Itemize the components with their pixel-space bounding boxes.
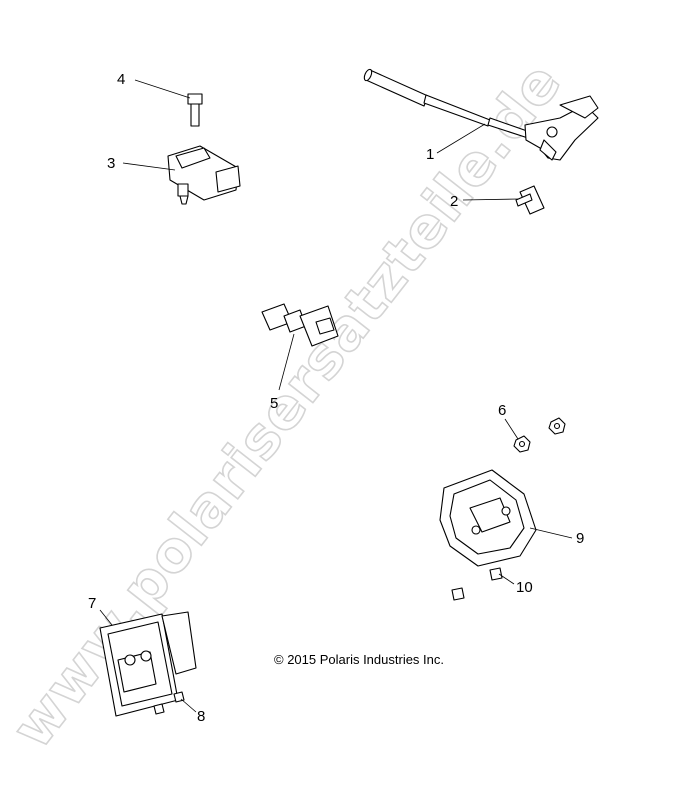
callout-1: 1 <box>426 146 434 163</box>
part-2-bolt <box>515 185 545 215</box>
leader-7 <box>99 609 113 626</box>
copyright-text: © 2015 Polaris Industries Inc. <box>274 652 444 667</box>
callout-5: 5 <box>270 395 278 412</box>
leader-6 <box>504 418 519 440</box>
callout-8: 8 <box>197 708 205 725</box>
callout-7: 7 <box>88 595 96 612</box>
part-6-nut <box>513 417 566 453</box>
part-5-temp-sensor <box>261 303 339 347</box>
callout-3: 3 <box>107 155 115 172</box>
callout-9: 9 <box>576 530 584 547</box>
leader-2 <box>462 198 519 201</box>
leader-4 <box>134 79 191 99</box>
leader-9 <box>529 527 573 539</box>
part-1-sensor-cable <box>363 68 599 161</box>
part-10-screw <box>451 567 503 601</box>
leader-3 <box>122 162 176 171</box>
part-3-map-sensor <box>167 145 241 205</box>
part-9-bracket <box>439 469 537 567</box>
callout-4: 4 <box>117 71 125 88</box>
leader-5 <box>278 333 295 391</box>
callout-6: 6 <box>498 402 506 419</box>
leader-8 <box>180 698 197 713</box>
callout-2: 2 <box>450 193 458 210</box>
part-4-screw <box>187 93 203 127</box>
callout-10: 10 <box>516 579 533 596</box>
leader-10 <box>498 573 515 585</box>
part-7-ecu <box>99 611 197 717</box>
leader-1 <box>436 123 486 154</box>
